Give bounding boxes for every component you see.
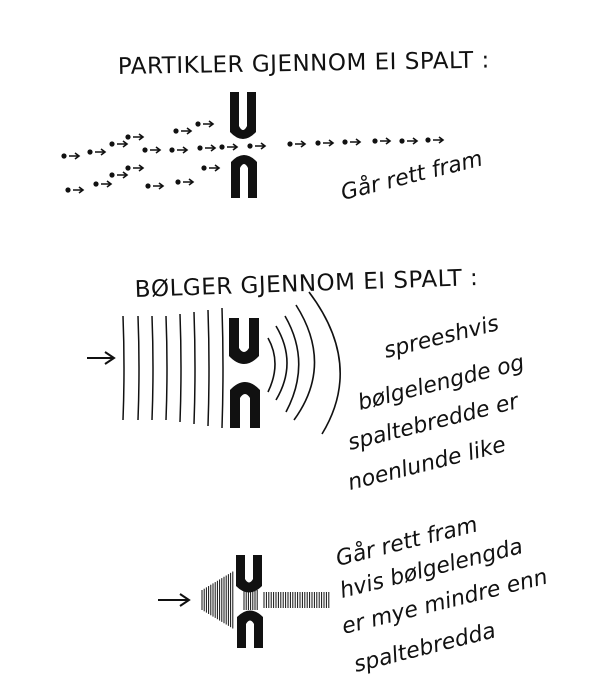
particle-stream — [61, 120, 445, 194]
particle-arrow — [133, 133, 145, 141]
particle-dot — [125, 134, 131, 140]
particle-arrow — [209, 164, 221, 172]
wavefront-line — [165, 315, 168, 421]
particle-dot — [201, 165, 207, 171]
wavefront-line — [151, 315, 154, 421]
particle-arrow — [433, 136, 445, 144]
particle-dot — [197, 145, 203, 151]
wavefront-line — [193, 311, 196, 425]
particles-title: PARTIKLER GJENNOM EI SPALT : — [118, 48, 490, 80]
particles-note: Går rett fram — [338, 145, 485, 205]
particle-arrow — [227, 143, 239, 151]
waves-section: BØLGER GJENNOM EI SPALT : spreeshvis bøl… — [87, 265, 527, 496]
wavefront-line — [221, 307, 224, 429]
slit-barrier-3 — [236, 555, 263, 648]
particle-dot — [247, 143, 253, 149]
particle-arrow — [203, 120, 215, 128]
short-wave-section: Går rett fram hvis bølgelengda er mye mi… — [158, 511, 550, 678]
particle-arrow — [350, 138, 362, 146]
wavefront-line — [179, 313, 182, 423]
particle-dot — [315, 140, 321, 146]
particle-arrow — [407, 137, 419, 145]
particles-section: PARTIKLER GJENNOM EI SPALT : Går rett fr… — [61, 48, 490, 206]
waves-note-line-1: spreeshvis — [381, 311, 501, 364]
particle-dot — [65, 187, 71, 193]
particle-arrow — [205, 144, 217, 152]
waves-title: BØLGER GJENNOM EI SPALT : — [134, 265, 478, 303]
particle-dot — [109, 141, 115, 147]
short-wavefronts — [201, 571, 330, 629]
particle-dot — [87, 149, 93, 155]
particle-dot — [195, 121, 201, 127]
particle-arrow — [95, 148, 107, 156]
particle-dot — [342, 139, 348, 145]
particle-arrow — [380, 137, 392, 145]
particle-arrow — [73, 186, 85, 194]
particle-dot — [61, 153, 67, 159]
particle-dot — [169, 147, 175, 153]
wavefront-line — [122, 315, 125, 421]
particle-arrow — [101, 180, 113, 188]
particle-arrow — [295, 140, 307, 148]
particle-dot — [109, 172, 115, 178]
particle-dot — [142, 147, 148, 153]
particle-arrow — [255, 142, 267, 150]
particle-arrow — [69, 152, 81, 160]
particle-dot — [399, 138, 405, 144]
particle-arrow — [183, 178, 195, 186]
particle-arrow — [150, 146, 162, 154]
wavefront-line — [137, 315, 140, 421]
incoming-wavefronts-2 — [122, 307, 224, 429]
particle-dot — [425, 137, 431, 143]
particle-arrow — [153, 182, 165, 190]
particle-dot — [219, 144, 225, 150]
wavefront-line — [207, 309, 210, 427]
particle-arrow — [177, 146, 189, 154]
slit-barrier-1 — [230, 92, 257, 198]
particle-arrow — [323, 139, 335, 147]
incoming-arrow-3 — [158, 593, 191, 607]
diffracted-waves — [267, 291, 341, 435]
particle-arrow — [117, 171, 129, 179]
particle-arrow — [117, 140, 129, 148]
particle-dot — [372, 138, 378, 144]
short-wave-note: Går rett fram hvis bølgelengda er mye mi… — [333, 511, 550, 677]
particle-dot — [173, 128, 179, 134]
particle-dot — [125, 165, 131, 171]
slit-barrier-2 — [229, 318, 260, 428]
particle-arrow — [181, 127, 193, 135]
waves-note: spreeshvis bølgelengde og spaltebredde e… — [345, 311, 527, 496]
particle-dot — [175, 179, 181, 185]
particle-dot — [287, 141, 293, 147]
incoming-arrow-2 — [87, 351, 116, 365]
particle-dot — [145, 183, 151, 189]
particle-arrow — [133, 164, 145, 172]
particle-dot — [93, 181, 99, 187]
